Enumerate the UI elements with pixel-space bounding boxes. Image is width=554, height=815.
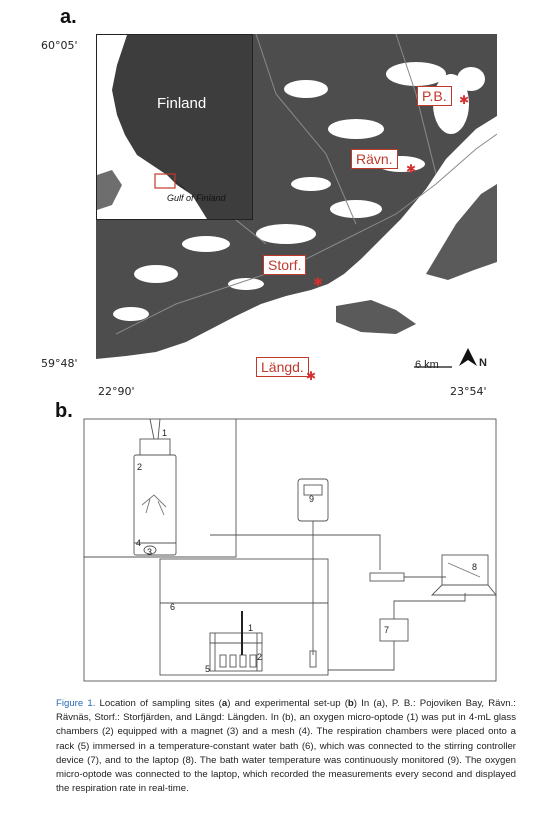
label-1-optode: 1 — [162, 428, 168, 438]
site-label-storf: Storf. — [263, 255, 307, 275]
site-marker-icon: ✱ — [406, 162, 417, 176]
site-marker-icon: ✱ — [313, 275, 324, 289]
panel-a-label: a. — [60, 6, 77, 28]
label-6-bath: 6 — [170, 602, 176, 612]
label-2-chamber: 2 — [137, 462, 143, 472]
north-label: N — [479, 357, 487, 369]
inset-svg — [97, 35, 252, 219]
site-marker-icon: ✱ — [459, 93, 470, 107]
label-4-mesh: 4 — [136, 538, 142, 548]
inset-subtitle: Gulf of Finland — [167, 193, 226, 203]
label-9-thermometer: 9 — [309, 494, 315, 504]
scale-label: 6 km — [415, 359, 439, 371]
label-2-chamber-rack: 2 — [257, 652, 263, 662]
label-3-magnet: 3 — [147, 547, 153, 557]
label-1-optode-bath: 1 — [248, 623, 254, 633]
caption-fig-label: Figure 1. — [56, 698, 96, 709]
panel-b-label: b. — [55, 400, 73, 422]
figure-caption: Figure 1. Location of sampling sites (a)… — [56, 698, 516, 795]
inset-map: Finland Gulf of Finland — [96, 34, 253, 220]
site-label-ravn: Rävn. — [351, 149, 398, 169]
label-7-controller: 7 — [384, 625, 390, 635]
latitude-bottom-label: 59°48' — [41, 357, 78, 370]
land-east — [426, 184, 497, 280]
label-5-rack: 5 — [205, 664, 211, 674]
site-label-langd: Längd. — [256, 357, 309, 377]
longitude-left-label: 22°90' — [98, 385, 135, 398]
latitude-top-label: 60°05' — [41, 39, 78, 52]
north-arrow-icon — [459, 348, 477, 366]
land-southeast — [336, 300, 416, 334]
setup-diagram — [83, 418, 497, 682]
site-label-pb: P.B. — [417, 86, 452, 106]
site-marker-icon: ✱ — [306, 369, 317, 383]
inset-title: Finland — [157, 95, 207, 112]
longitude-right-label: 23°54' — [450, 385, 487, 398]
label-8-laptop: 8 — [472, 562, 478, 572]
